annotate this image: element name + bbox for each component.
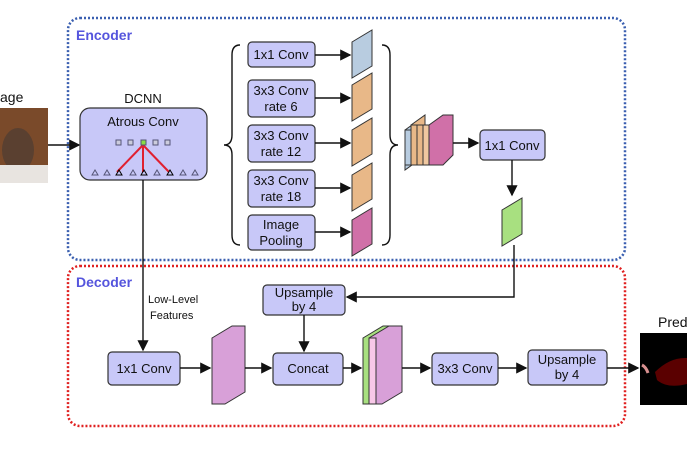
svg-text:Image: Image	[263, 217, 299, 232]
svg-text:1x1 Conv: 1x1 Conv	[254, 47, 309, 62]
encoder-label: Encoder	[76, 27, 133, 43]
encoder-output-feature	[501, 197, 523, 247]
low-level-features-label: Low-Level	[148, 294, 198, 306]
svg-text:Upsample: Upsample	[275, 285, 334, 300]
decoder-region	[66, 264, 627, 428]
low-level-features-label-2: Features	[150, 310, 194, 322]
svg-text:3x3 Conv: 3x3 Conv	[254, 83, 309, 98]
svg-text:by 4: by 4	[292, 299, 317, 314]
svg-text:3x3 Conv: 3x3 Conv	[438, 361, 493, 376]
svg-text:3x3 Conv: 3x3 Conv	[254, 173, 309, 188]
aspp-concat-stack	[404, 114, 454, 171]
svg-text:Concat: Concat	[287, 361, 329, 376]
svg-text:1x1 Conv: 1x1 Conv	[117, 361, 172, 376]
dcnn-label: DCNN	[124, 91, 162, 106]
svg-text:Pooling: Pooling	[259, 233, 302, 248]
low-level-feature-block	[211, 325, 246, 405]
encoder-1x1-conv-label: 1x1 Conv	[485, 138, 540, 153]
decoder-label: Decoder	[76, 274, 133, 290]
atrous-kernel-icon	[91, 139, 199, 176]
right-brace	[381, 44, 399, 246]
svg-text:rate 6: rate 6	[264, 99, 297, 114]
prediction-image	[640, 333, 687, 405]
svg-text:rate 12: rate 12	[261, 144, 301, 159]
svg-text:3x3 Conv: 3x3 Conv	[254, 128, 309, 143]
concat-box	[272, 352, 344, 386]
aspp-branch-0: 1x1 Conv	[247, 29, 373, 79]
svg-text:Upsample: Upsample	[538, 352, 597, 367]
left-brace	[223, 44, 241, 246]
svg-text:by 4: by 4	[555, 367, 580, 382]
input-image	[0, 108, 48, 183]
encoder-region	[66, 16, 627, 262]
decoder-3x3-conv-box	[431, 352, 499, 386]
atrous-conv-label: Atrous Conv	[107, 114, 179, 129]
prediction-label: Pred	[658, 314, 687, 330]
input-label: age	[0, 89, 24, 105]
svg-text:rate 18: rate 18	[261, 189, 301, 204]
decoder-concat-stack	[362, 325, 403, 405]
